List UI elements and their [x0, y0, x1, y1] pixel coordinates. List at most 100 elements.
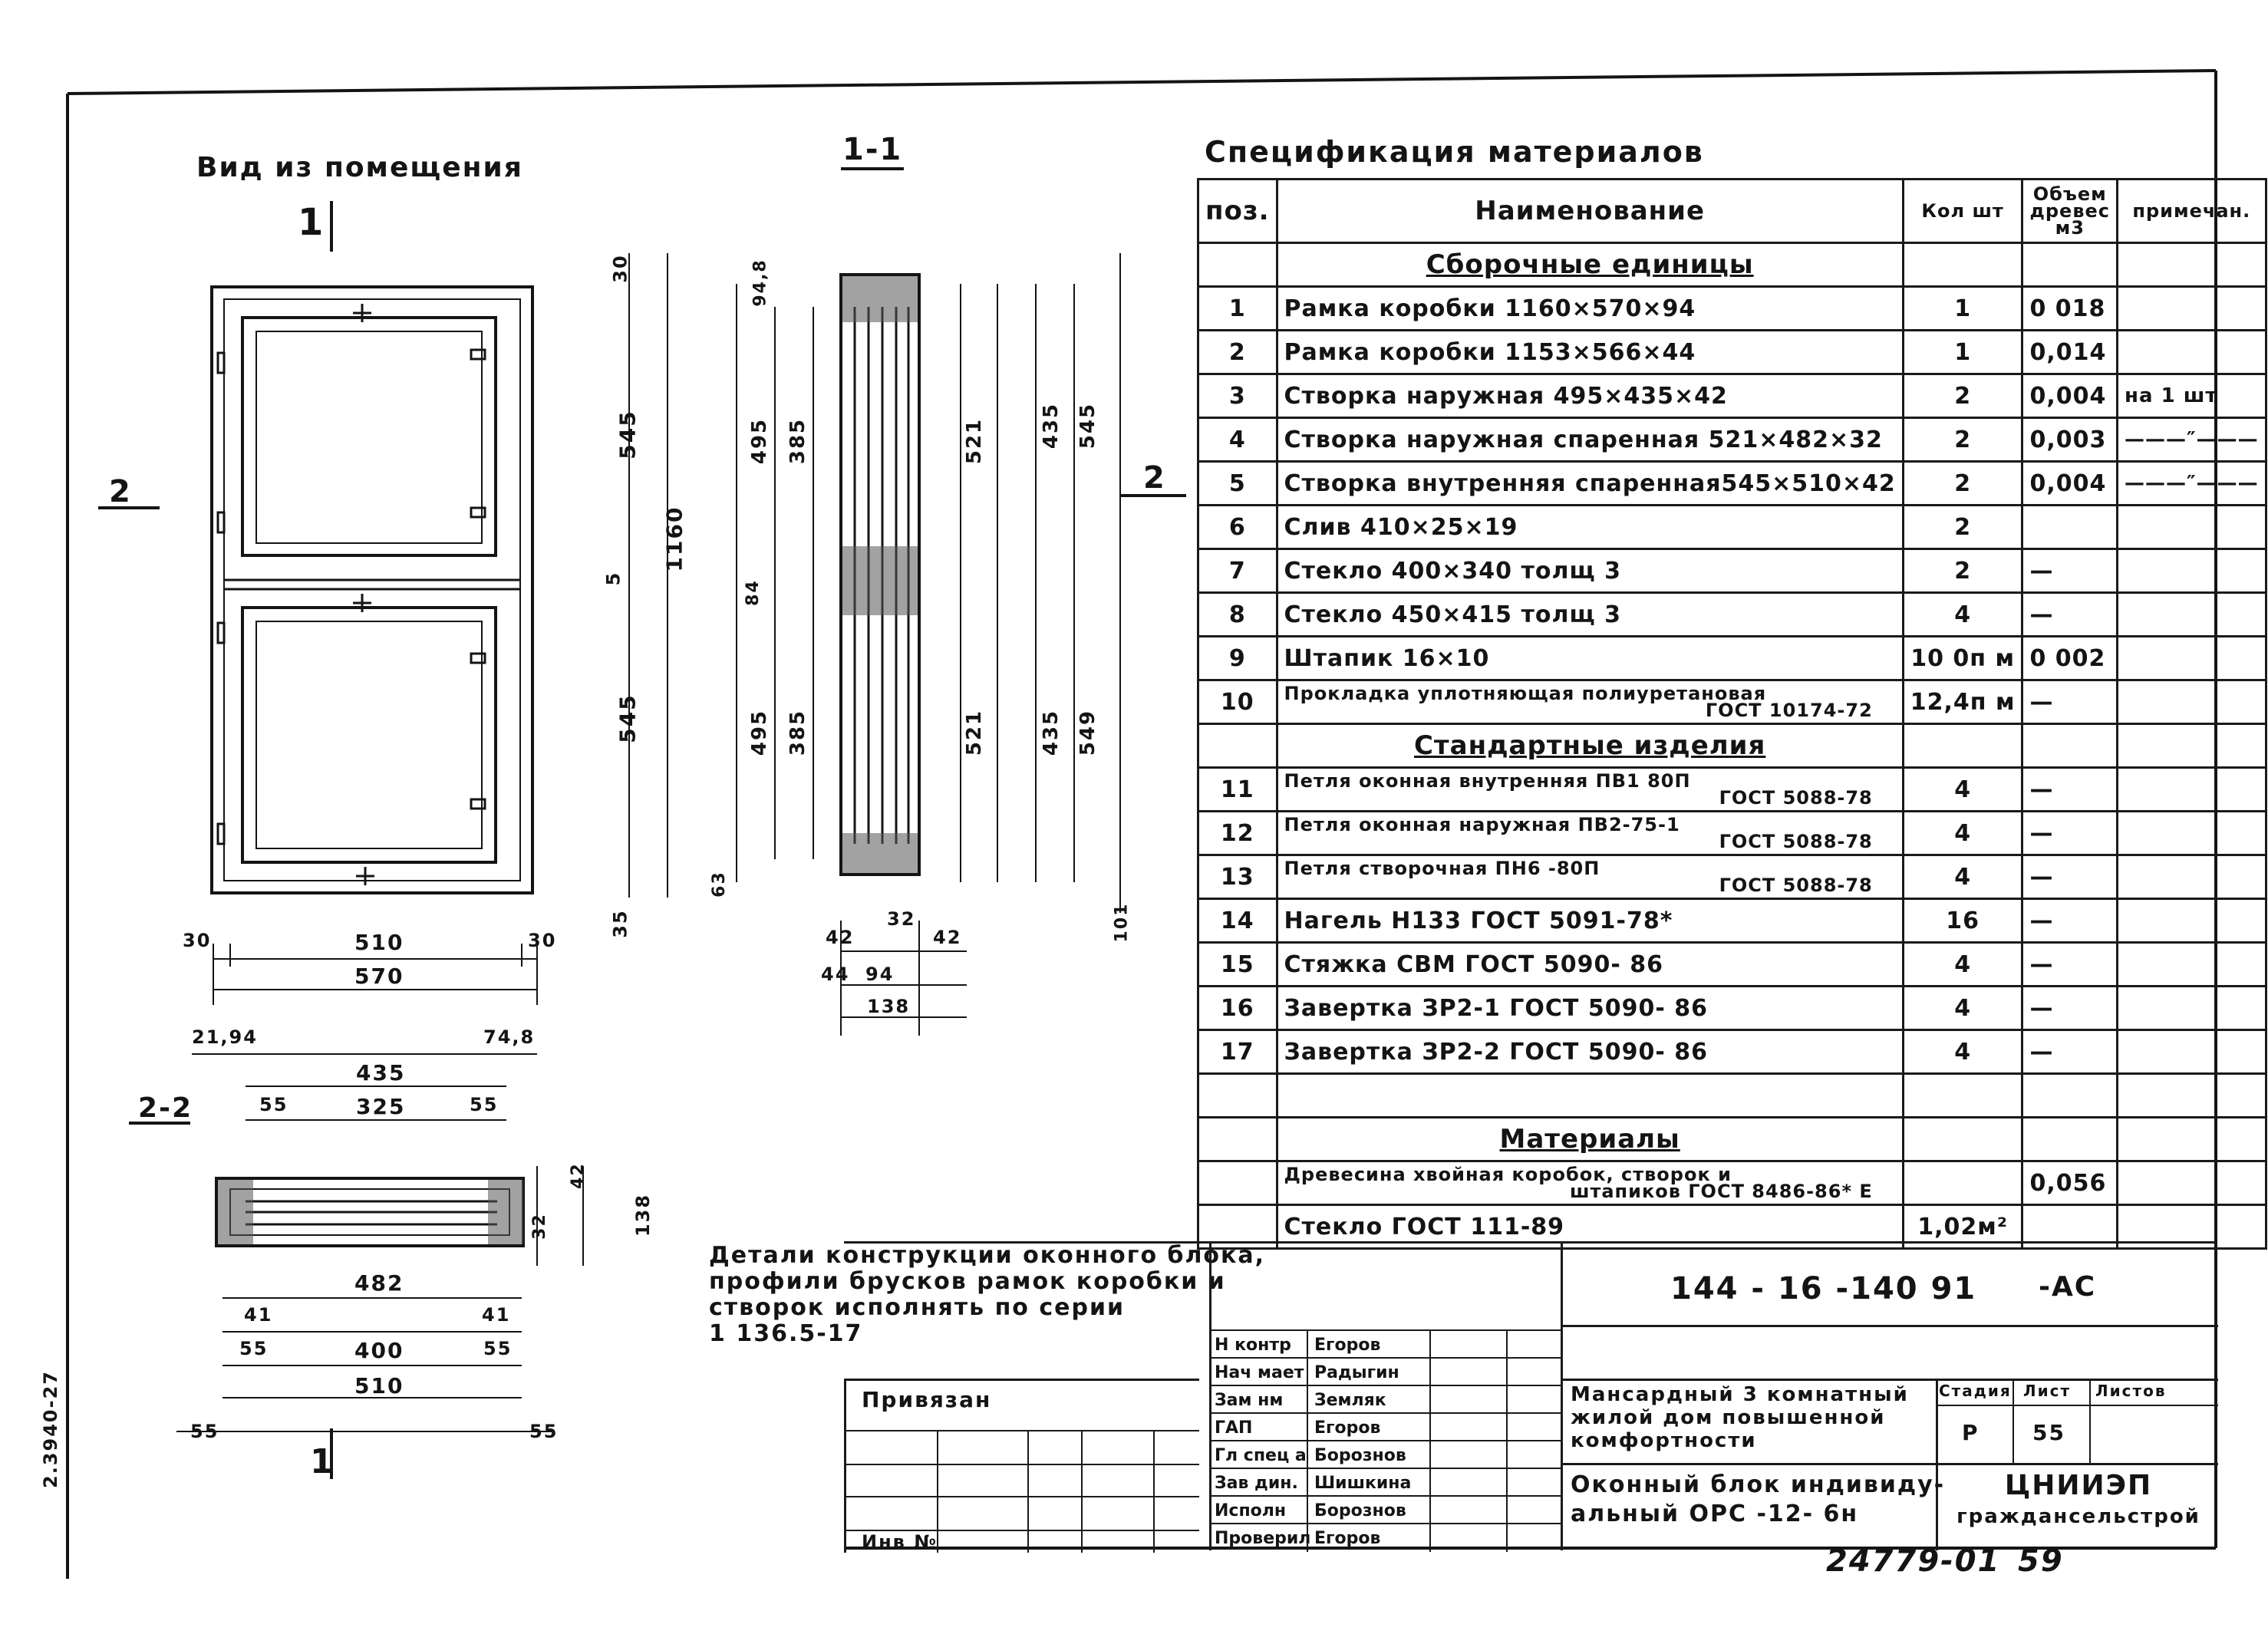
sheet-title-line: Оконный блок индивиду-: [1571, 1471, 1946, 1498]
dim-1-1-w6: 138: [867, 996, 911, 1017]
col-vol: Объем древес м3: [2021, 178, 2119, 244]
dim-2-2-w510: 510: [354, 1373, 404, 1398]
signature-role: Исполн: [1215, 1501, 1287, 1520]
spec-item-pos: 2: [1197, 329, 1278, 375]
dim-1-1-r6: 545: [1076, 402, 1100, 450]
dim-gap: 5: [602, 571, 625, 586]
sheet-value: 55: [2032, 1420, 2065, 1445]
spec-item-note: [2116, 679, 2267, 725]
section-2-mark-right: 2: [1143, 460, 1166, 496]
signature-name: Егоров: [1314, 1336, 1381, 1355]
dim-1-1-k: 63: [709, 871, 729, 898]
spec-item-vol: 0,014: [2021, 329, 2119, 375]
dim-2-2-h138: 138: [632, 1193, 654, 1237]
spec-item-note: [2116, 329, 2267, 375]
spec-item-name: Стекло 450×415 толщ 3: [1275, 591, 1904, 637]
spec-item-vol: —: [2021, 591, 2119, 637]
dim-1-1-r11: 435: [1040, 709, 1063, 756]
spec-item-note: [2116, 985, 2267, 1031]
spec-item-note: [2116, 1029, 2267, 1075]
signature-name: Егоров: [1314, 1529, 1381, 1548]
dim-top: 30: [609, 254, 631, 283]
signature-name: Радыгин: [1314, 1363, 1399, 1382]
dim-2-2-top-right: 74,8: [483, 1026, 536, 1048]
spec-section-row: Сборочные единицы: [1197, 242, 2267, 288]
signature-role: Зам нм: [1215, 1391, 1284, 1410]
org-name: ЦНИИЭП граждансельстрой: [1939, 1471, 2218, 1532]
spec-item-vol: —: [2021, 766, 2119, 812]
spec-item-vol: [2021, 504, 2119, 550]
spec-item-qty: 1: [1901, 329, 2024, 375]
spec-title: Спецификация материалов: [1205, 135, 1704, 169]
spec-item-pos: 9: [1197, 635, 1278, 681]
page-number: 59: [2018, 1543, 2064, 1579]
spec-item-name: Нагель Н133 ГОСТ 5091-78*: [1275, 898, 1904, 944]
dim-total-height: 1160: [661, 506, 687, 572]
spec-item-note: [2116, 854, 2267, 900]
spec-item-note: [2116, 591, 2267, 637]
signature-name: Борознов: [1314, 1446, 1406, 1465]
dim-bottom: 35: [609, 909, 631, 938]
spec-item-vol: —: [2021, 854, 2119, 900]
dim-1-1-w5: 94: [865, 964, 895, 985]
spec-item-note: [2116, 898, 2267, 944]
dim-left-side: 30: [183, 930, 212, 951]
drawing-code: 144 - 16 -140 91: [1670, 1271, 1977, 1306]
spec-item-pos: [1197, 1160, 1278, 1206]
stage-value: Р: [1962, 1420, 1980, 1445]
dim-2-2-w482: 482: [354, 1270, 404, 1296]
spec-item-note: [2116, 504, 2267, 550]
spec-item-name: Слив 410×25×19: [1275, 504, 1904, 550]
dim-2-2-s55a: 55: [259, 1094, 288, 1115]
spec-item-pos: 5: [1197, 460, 1278, 506]
note-line: 1 136.5-17: [709, 1320, 863, 1347]
signature-name: Шишкина: [1314, 1474, 1412, 1493]
spec-item-note: ———″———: [2116, 460, 2267, 506]
spec-item-pos: 8: [1197, 591, 1278, 637]
note-line: профили брусков рамок коробки и: [709, 1268, 1226, 1295]
col-pos: поз.: [1197, 178, 1278, 244]
spec-item-vol: —: [2021, 985, 2119, 1031]
spec-item-pos: 11: [1197, 766, 1278, 812]
section-2-2-label: 2-2: [138, 1092, 193, 1124]
sheet-title-line: альный ОРС -12- 6н: [1571, 1501, 1859, 1527]
dim-2-2-s41a: 41: [244, 1304, 273, 1326]
spec-item-qty: 2: [1901, 504, 2024, 550]
section-1-1-profile: [628, 253, 1121, 1036]
dim-1-1-c: 385: [786, 417, 810, 465]
spec-item-pos: 6: [1197, 504, 1278, 550]
dim-1-1-a: 94,8: [750, 259, 770, 307]
spec-item-qty: 2: [1901, 460, 2024, 506]
dim-1-1-r12: 549: [1076, 709, 1100, 756]
dim-2-2-s55c: 55: [239, 1338, 269, 1359]
section-2-2-profile: [176, 1053, 584, 1432]
signature-name: Борознов: [1314, 1501, 1406, 1520]
dim-1-1-r15: 101: [1112, 902, 1132, 943]
spec-item-vol: —: [2021, 1029, 2119, 1075]
dim-total-width: 570: [354, 964, 404, 989]
spec-item-name: Завертка ЗР2-1 ГОСТ 5090- 86: [1275, 985, 1904, 1031]
spec-item-pos: 3: [1197, 373, 1278, 419]
spec-item-name: Штапик 16×10: [1275, 635, 1904, 681]
spec-item-pos: 12: [1197, 810, 1278, 856]
spec-item-name: Стекло 400×340 толщ 3: [1275, 548, 1904, 594]
spec-section-row: Материалы: [1197, 1116, 2267, 1162]
inv-label: Инв №: [862, 1531, 938, 1553]
section-2-mark-left: 2: [109, 474, 132, 509]
spec-item-qty: 4: [1901, 1029, 2024, 1075]
col-name: Наименование: [1275, 178, 1904, 244]
